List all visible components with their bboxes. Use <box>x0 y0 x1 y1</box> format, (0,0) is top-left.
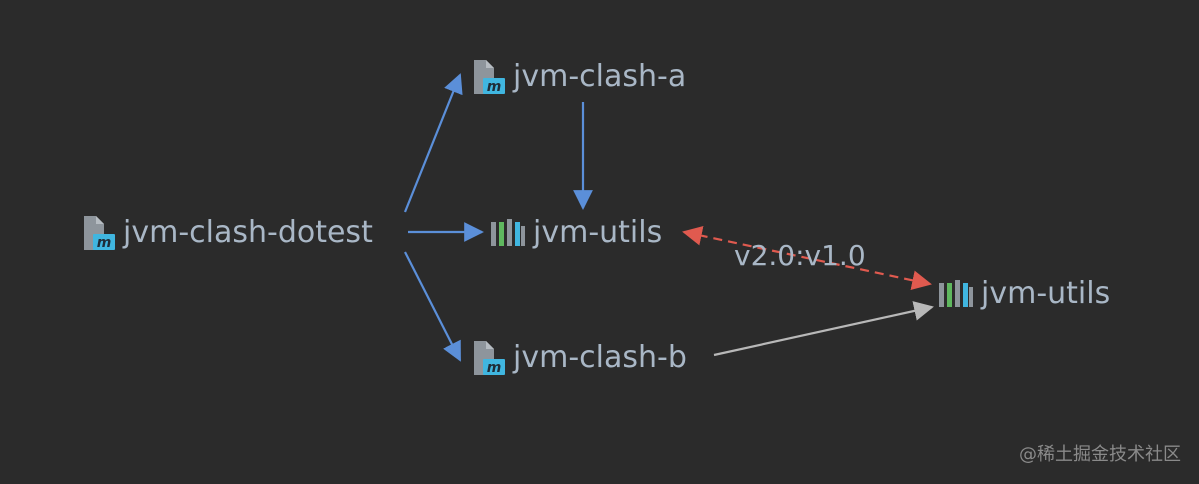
maven-module-icon: m <box>84 216 115 251</box>
edge-root-to-b[interactable] <box>404 251 461 362</box>
library-icon <box>491 219 525 246</box>
node-jvm-utils-v2[interactable]: jvm-utils <box>490 213 662 253</box>
node-jvm-clash-a[interactable]: m jvm-clash-a <box>472 57 686 97</box>
watermark: @稀土掘金技术社区 <box>1019 444 1181 465</box>
node-jvm-clash-b[interactable]: m jvm-clash-b <box>472 338 687 378</box>
node-label: jvm-clash-b <box>513 340 687 375</box>
node-label: jvm-utils <box>533 215 663 250</box>
library-icon <box>939 280 973 307</box>
node-label: jvm-clash-a <box>513 59 687 94</box>
node-jvm-utils-v1[interactable]: jvm-utils <box>938 274 1110 314</box>
edge-conflict-utils[interactable] <box>682 225 932 291</box>
node-jvm-clash-dotest[interactable]: m jvm-clash-dotest <box>82 213 373 253</box>
node-label: jvm-clash-dotest <box>123 215 373 250</box>
conflict-version-label: v2.0:v1.0 <box>734 239 866 272</box>
edge-root-to-a[interactable] <box>403 73 463 213</box>
maven-module-icon: m <box>474 60 505 95</box>
svg-text:m: m <box>487 360 502 376</box>
node-label: jvm-utils <box>981 276 1111 311</box>
svg-text:m: m <box>97 235 112 251</box>
svg-text:m: m <box>487 79 502 95</box>
maven-module-icon: m <box>474 341 505 376</box>
edge-b-to-utils-v1[interactable] <box>713 301 934 357</box>
